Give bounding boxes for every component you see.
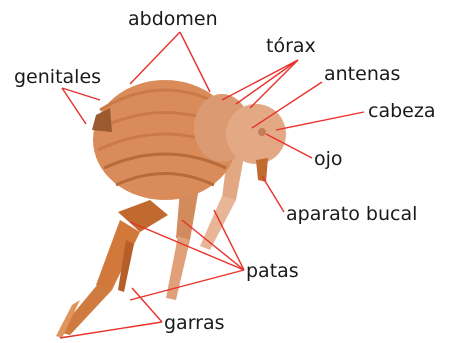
flea-head	[226, 104, 286, 164]
label-genitales: genitales	[14, 68, 101, 87]
leader-cabeza	[276, 112, 364, 130]
leader-torax-2	[236, 60, 298, 104]
hind-leg	[56, 200, 168, 338]
label-antenas: antenas	[324, 65, 400, 84]
leader-patas-3	[214, 210, 244, 270]
leader-genitales-2	[62, 88, 86, 124]
label-torax: tórax	[266, 37, 316, 56]
label-patas: patas	[246, 262, 299, 281]
leader-patas-4	[130, 270, 244, 300]
flea-eye	[258, 128, 266, 136]
label-cabeza: cabeza	[368, 102, 435, 121]
label-ojo: ojo	[314, 150, 343, 169]
leader-torax-1	[222, 60, 298, 100]
label-abdomen: abdomen	[128, 10, 218, 29]
leader-torax-3	[250, 60, 298, 108]
leader-genitales-1	[62, 88, 100, 100]
flea-mouthparts	[256, 158, 268, 182]
leader-aparato-bucal	[262, 176, 284, 212]
label-aparato-bucal: aparato bucal	[286, 205, 417, 224]
leader-abdomen-1	[130, 32, 180, 84]
label-garras: garras	[164, 314, 225, 333]
